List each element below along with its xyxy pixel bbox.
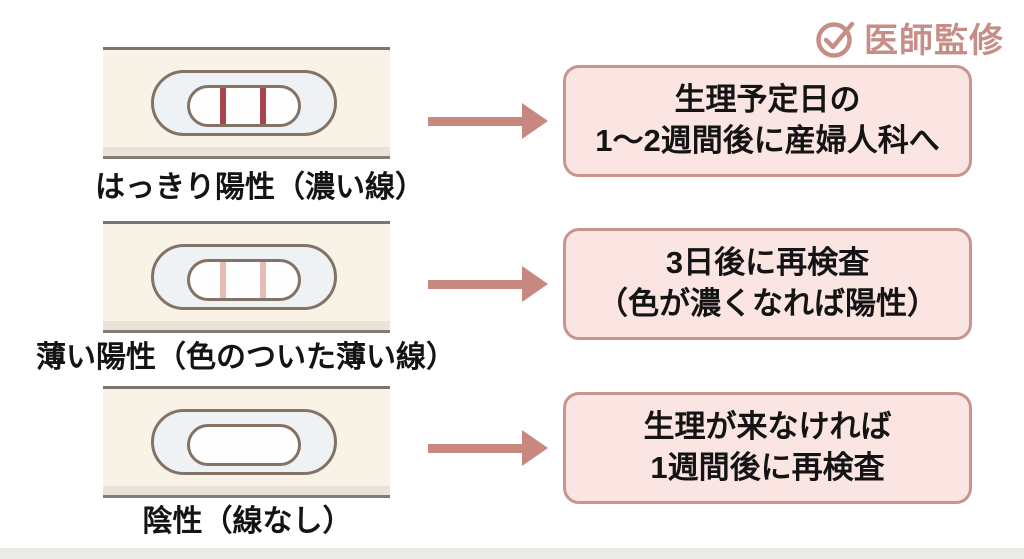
- check-circle-icon: [816, 21, 855, 58]
- test-line-faint: [220, 262, 226, 298]
- test-window-inner: [187, 259, 301, 301]
- result-text: 1〜2週間後に産婦人科へ: [595, 123, 940, 158]
- arrow-right-icon: [428, 103, 548, 139]
- test-line-faint: [260, 262, 266, 298]
- test-window-inner: [187, 85, 301, 127]
- result-box-strong-positive: 生理予定日の 1〜2週間後に産婦人科へ: [563, 65, 972, 177]
- bottom-edge-shadow: [0, 548, 1024, 559]
- test-line-dark: [220, 88, 226, 124]
- badge-label: 医師監修: [864, 22, 1004, 60]
- doctor-supervised-badge: 医師監修: [815, 13, 1004, 62]
- result-text: （色が濃くなれば陽性）: [597, 286, 938, 321]
- arrow-shaft: [428, 280, 526, 289]
- test-label-strong-positive: はっきり陽性（濃い線）: [95, 171, 425, 204]
- arrow-right-icon: [428, 266, 548, 302]
- stick-shading: [103, 486, 390, 495]
- test-label-faint-positive: 薄い陽性（色のついた薄い線）: [36, 341, 456, 374]
- result-text: 生理が来なければ: [643, 409, 892, 445]
- stick-shading: [103, 321, 390, 330]
- test-window-outer: [151, 244, 337, 310]
- arrow-shaft: [428, 117, 526, 126]
- test-window-outer: [151, 409, 337, 475]
- arrow-head: [522, 103, 548, 139]
- test-stick-strong-positive: [103, 47, 390, 159]
- test-stick-faint-positive: [103, 221, 390, 333]
- test-window-outer: [151, 70, 337, 136]
- stick-shading: [103, 147, 390, 156]
- test-label-negative: 陰性（線なし）: [142, 505, 353, 538]
- test-stick-negative: [103, 386, 390, 498]
- arrow-shaft: [428, 444, 526, 453]
- arrow-head: [522, 266, 548, 302]
- result-text: 3日後に再検査: [665, 245, 870, 281]
- arrow-right-icon: [428, 430, 548, 466]
- test-line-dark: [260, 88, 266, 124]
- result-box-negative: 生理が来なければ 1週間後に再検査: [563, 392, 972, 504]
- test-window-inner: [187, 424, 301, 466]
- result-box-faint-positive: 3日後に再検査 （色が濃くなれば陽性）: [563, 228, 972, 340]
- arrow-head: [522, 430, 548, 466]
- result-text: 1週間後に再検査: [650, 450, 885, 485]
- result-text: 生理予定日の: [674, 82, 861, 118]
